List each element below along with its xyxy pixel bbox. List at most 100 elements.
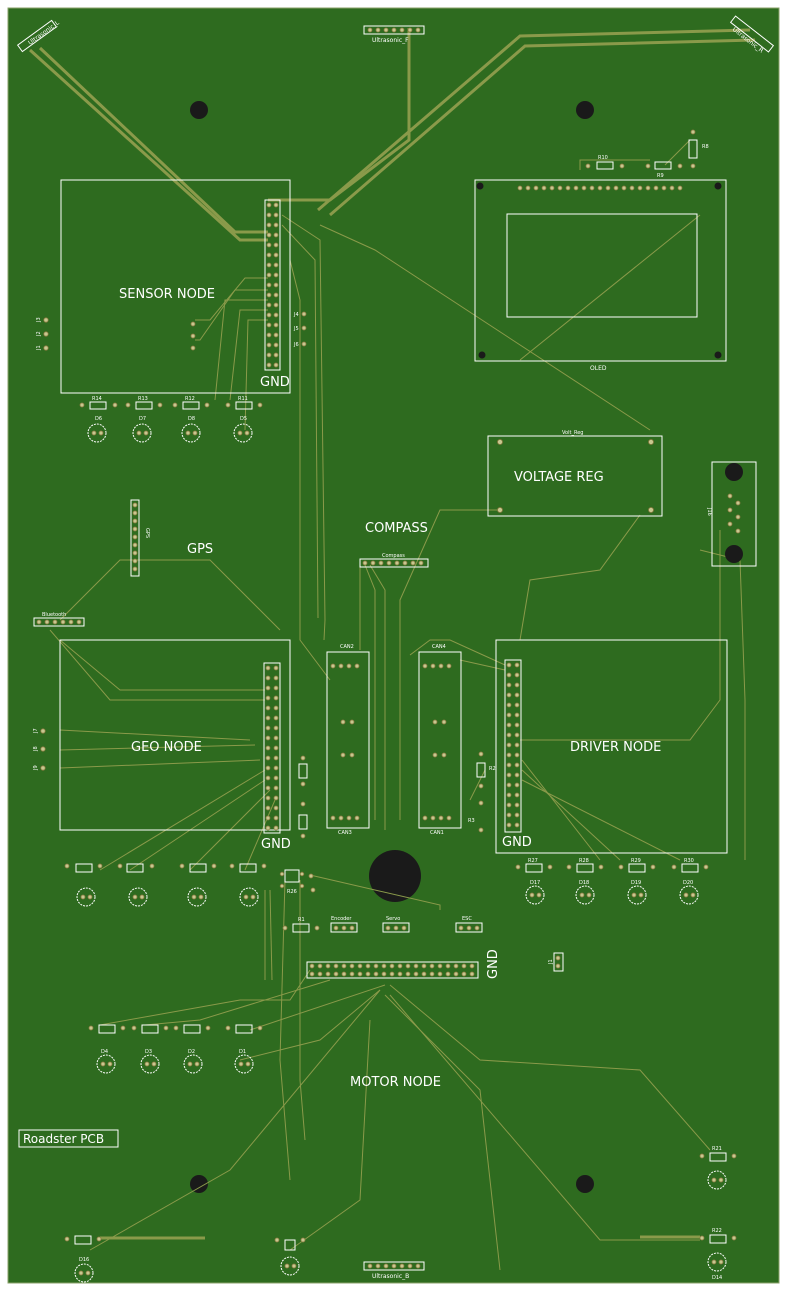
gps-header: GPS [130, 499, 150, 577]
j1-connector: J1 [548, 952, 564, 972]
d1-label: D1 [239, 1049, 246, 1055]
j6-label: J6 [293, 342, 299, 348]
board-substrate [7, 7, 780, 1284]
d4-label: D4 [101, 1049, 108, 1055]
bottom-left-leds: D16 [64, 1235, 306, 1283]
d8-label: D8 [188, 416, 195, 422]
r27-label: R27 [528, 858, 538, 864]
r21-label: R21 [712, 1146, 722, 1152]
j3-label: J3 [36, 317, 42, 323]
r10-label: R10 [598, 155, 608, 161]
bluetooth-header: Bluetooth [33, 612, 85, 627]
driver-gnd-label: GND [502, 835, 532, 850]
center-mounting-hole [369, 850, 421, 902]
bottom-right-leds: R21 R22 D14 [699, 1146, 737, 1281]
d3-label: D3 [145, 1049, 152, 1055]
r11-label: R11 [238, 396, 248, 402]
d18-label: D18 [579, 880, 589, 886]
j5-label: J5 [293, 326, 299, 332]
sensor-node-label: SENSOR NODE [119, 287, 215, 302]
motor-header-pads [309, 963, 475, 977]
ultrasonic-f-header: Ultrasonic_F [363, 25, 425, 44]
r29-label: R29 [631, 858, 641, 864]
r30-label: R30 [684, 858, 694, 864]
d7-label: D7 [139, 416, 146, 422]
d6-label: D6 [95, 416, 102, 422]
gps-header-label: GPS [144, 528, 150, 538]
servo-label: Servo [386, 916, 400, 922]
r25-r26: R26 [279, 869, 316, 895]
r8-label: R8 [702, 144, 709, 150]
r22-label: R22 [712, 1228, 722, 1234]
j2-label: J2 [36, 331, 42, 337]
j16-label: J16 [706, 507, 712, 516]
bluetooth-label: Bluetooth [42, 612, 66, 618]
sensor-resistors-leds: R14 R13 R12 R11 D6 D7 D8 D5 [79, 396, 263, 443]
motor-node-header: GND [306, 949, 501, 979]
compass-header-label: Compass [382, 553, 405, 559]
esc-header: ESC [455, 916, 483, 933]
traces [28, 28, 756, 1271]
j7-label: J7 [33, 728, 39, 734]
geo-resistors-leds [64, 863, 267, 907]
r1-label: R1 [298, 917, 305, 923]
r9-label: R9 [657, 173, 664, 179]
sensor-header-pads [266, 202, 279, 368]
driver-node-label: DRIVER NODE [570, 740, 661, 755]
sensor-node-module: SENSOR NODE GND J3 J2 J1 J4 [36, 179, 307, 394]
motor-gnd-label: GND [486, 949, 501, 979]
driver-node-module: DRIVER NODE GND [495, 639, 728, 854]
mounting-hole [576, 101, 594, 119]
oled-header-pads [517, 185, 683, 191]
d17-label: D17 [530, 880, 540, 886]
j4-label: J4 [293, 312, 299, 318]
gps-label: GPS [187, 542, 213, 557]
ultrasonic-b-label: Ultrasonic_B [372, 1273, 409, 1280]
r14-label: R14 [92, 396, 102, 402]
r13-label: R13 [138, 396, 148, 402]
ultrasonic-f-label: Ultrasonic_F [372, 37, 409, 44]
j9-label: J9 [33, 765, 39, 771]
can3-label: CAN3 [338, 830, 352, 836]
mounting-hole [190, 101, 208, 119]
d20-label: D20 [683, 880, 693, 886]
r3-label: R3 [468, 818, 475, 824]
servo-header: Servo [382, 916, 410, 933]
mounting-hole [190, 1175, 208, 1193]
j1-connector-label: J1 [548, 959, 554, 965]
motor-resistors-leds: D4 D3 D2 D1 [88, 1024, 263, 1074]
j16-connector: J16 [706, 461, 757, 567]
encoder-header: Encoder [330, 916, 358, 933]
ultrasonic-b-header: Ultrasonic_B [363, 1261, 425, 1280]
geo-node-module: GEO NODE GND J7 J8 J9 [33, 639, 291, 852]
driver-resistors-leds: R27 R28 R29 R30 D17 D18 D19 D20 [515, 858, 709, 905]
driver-header-pads [506, 662, 520, 828]
compass-label: COMPASS [365, 521, 428, 536]
geo-header-pads [265, 665, 279, 831]
can4-module: CAN4 CAN1 [418, 644, 462, 836]
r26-label: R26 [287, 889, 297, 895]
encoder-label: Encoder [331, 916, 352, 922]
can2-module: CAN2 CAN3 [326, 644, 370, 836]
can4-label: CAN4 [432, 644, 446, 650]
can1-label: CAN1 [430, 830, 444, 836]
board-title-box: Roadster PCB [18, 1129, 119, 1148]
d14-label: D14 [712, 1275, 722, 1281]
oled-label: OLED [590, 365, 607, 372]
volt-reg-label: Volt_Reg [562, 430, 583, 436]
can2-label: CAN2 [340, 644, 354, 650]
d16-label: D16 [79, 1257, 89, 1263]
board-title: Roadster PCB [23, 1132, 104, 1146]
r1-resistor: R1 [282, 917, 320, 933]
can-area-resistors: R2 R3 [298, 751, 496, 839]
voltage-reg-module: VOLTAGE REG Volt_Reg [487, 430, 663, 517]
d19-label: D19 [631, 880, 641, 886]
motor-node-label: MOTOR NODE [350, 1075, 441, 1090]
r2-label: R2 [489, 766, 496, 772]
r12-label: R12 [185, 396, 195, 402]
mounting-hole [576, 1175, 594, 1193]
geo-gnd-label: GND [261, 837, 291, 852]
voltage-reg-label: VOLTAGE REG [514, 470, 604, 485]
j8-label: J8 [33, 746, 39, 752]
